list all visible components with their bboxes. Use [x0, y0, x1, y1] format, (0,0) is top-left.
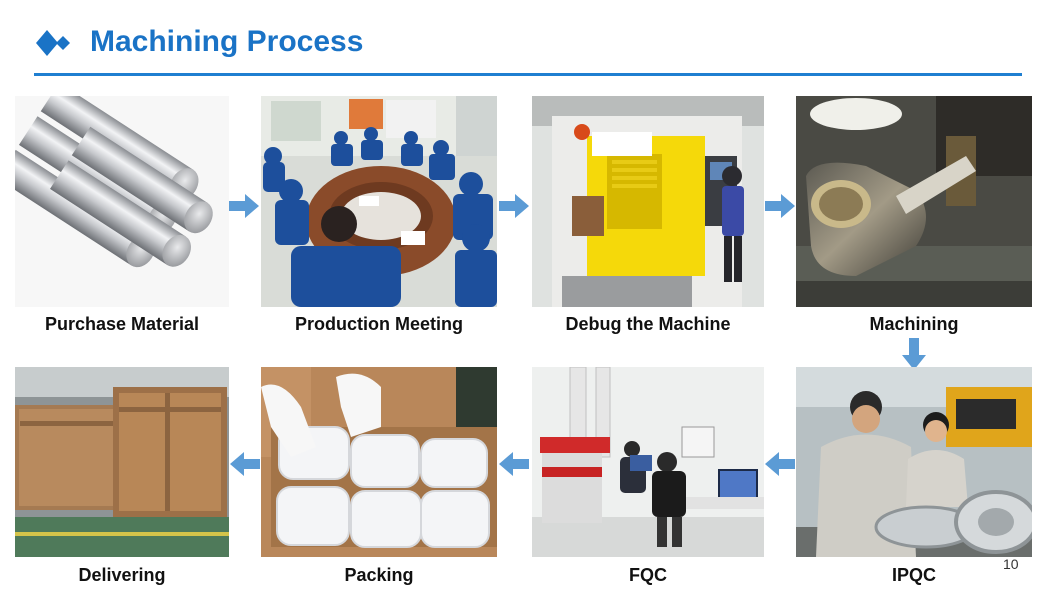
arrow-right-icon — [499, 194, 529, 218]
cnc-machine-photo — [532, 96, 764, 307]
machining-closeup-photo — [796, 96, 1032, 307]
arrow-left-icon — [765, 452, 795, 476]
step-label-ipqc: IPQC — [891, 565, 936, 585]
arrow-down-icon — [902, 338, 926, 370]
step-label-production-meeting: Production Meeting — [295, 314, 463, 334]
step-label-packing: Packing — [344, 565, 414, 585]
cmm-lab-photo — [532, 367, 764, 578]
wooden-crates-photo — [15, 367, 229, 578]
step-label-fqc: FQC — [629, 565, 667, 585]
step-label-purchase-material: Purchase Material — [44, 314, 200, 334]
inspection-workers-photo — [796, 367, 1032, 578]
step-label-debug-the-machine: Debug the Machine — [565, 314, 731, 334]
arrow-left-icon — [230, 452, 260, 476]
diamond-logo-icon — [36, 30, 70, 56]
title-divider — [34, 73, 1022, 76]
step-label-machining: Machining — [869, 314, 959, 334]
foam-packing-photo — [261, 367, 497, 578]
arrow-right-icon — [765, 194, 795, 218]
step-label-delivering: Delivering — [78, 565, 166, 585]
arrow-left-icon — [499, 452, 529, 476]
page-number: 10 — [1003, 556, 1019, 572]
meeting-room-photo — [261, 96, 497, 307]
steel-bars-photo — [15, 96, 229, 307]
page-title: Machining Process — [90, 25, 364, 58]
arrow-right-icon — [229, 194, 259, 218]
